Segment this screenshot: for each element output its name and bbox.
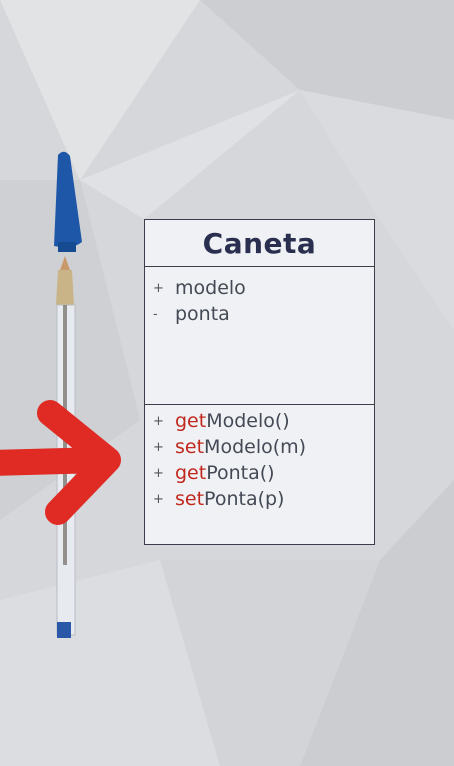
class-name-header: Caneta [145, 220, 374, 267]
method-name: Modelo() [206, 410, 290, 432]
method-name: Ponta(p) [204, 488, 285, 510]
arrow-icon [0, 400, 121, 525]
method-name: Modelo(m) [204, 436, 307, 458]
visibility-marker: + [153, 280, 164, 296]
visibility-marker: + [153, 439, 164, 455]
visibility-marker: + [153, 465, 164, 481]
method-prefix: get [175, 410, 207, 432]
attributes-section: + modelo - ponta [145, 267, 374, 405]
visibility-marker: - [153, 306, 158, 322]
visibility-marker: + [153, 491, 164, 507]
method-prefix: set [175, 488, 205, 510]
method-prefix: set [175, 436, 205, 458]
attribute-name: ponta [175, 303, 230, 325]
class-name: Caneta [202, 226, 317, 260]
attribute-row: - ponta [145, 301, 374, 327]
attribute-row: + modelo [145, 275, 374, 301]
visibility-marker: + [153, 413, 164, 429]
method-name: Ponta() [206, 462, 275, 484]
attribute-name: modelo [175, 277, 246, 299]
method-prefix: get [175, 462, 207, 484]
